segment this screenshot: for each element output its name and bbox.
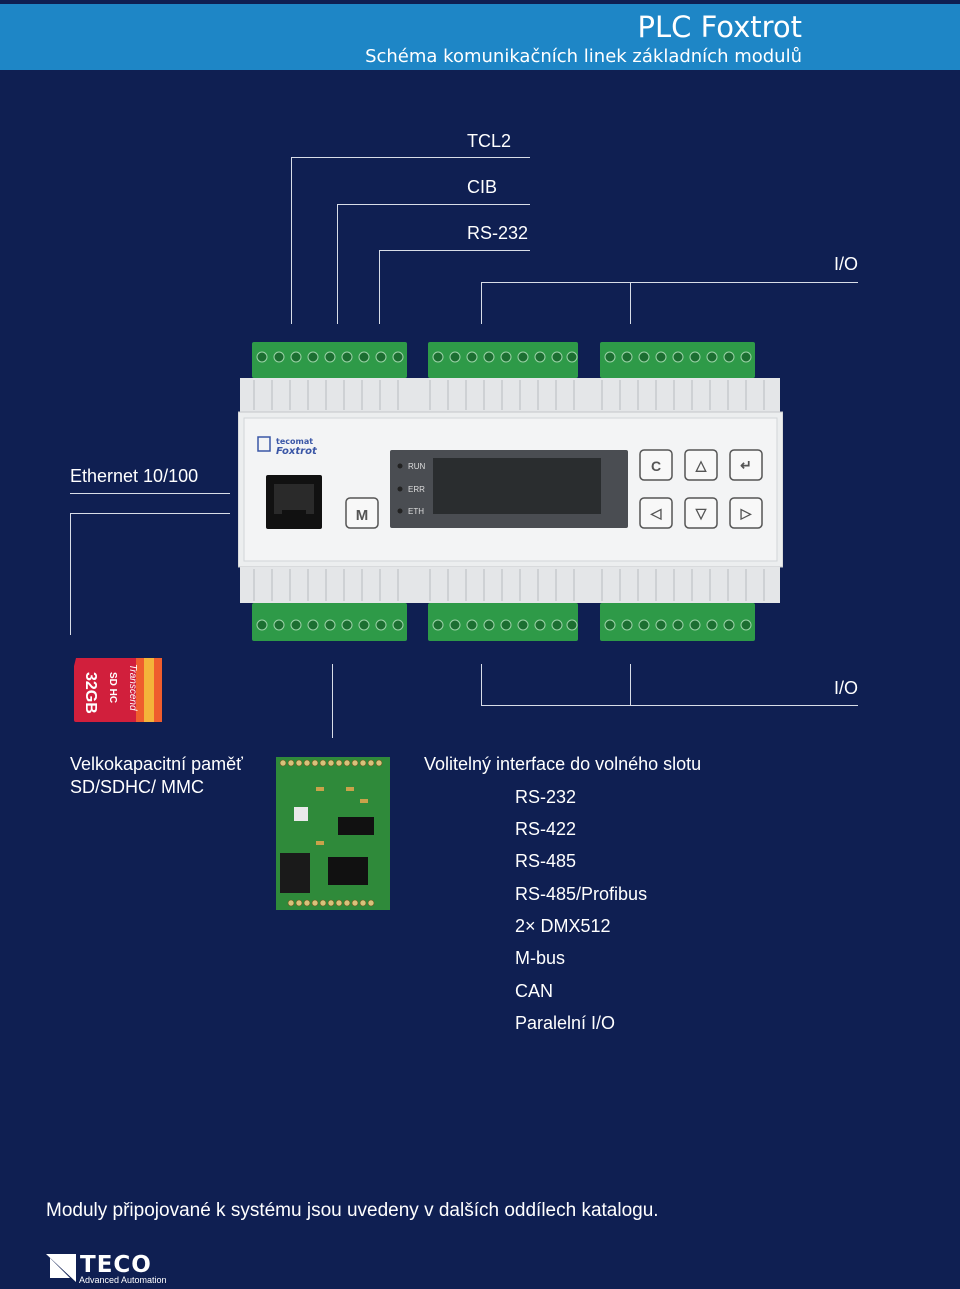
interface-item: RS-485/Profibus — [515, 884, 648, 904]
label-io-top: I/O — [834, 254, 859, 274]
key-right-label: ▷ — [740, 505, 753, 521]
interface-item: RS-485 — [515, 851, 577, 871]
led-err-label: ERR — [408, 485, 425, 494]
key-down-label: ▽ — [695, 505, 708, 521]
label-tcl2: TCL2 — [467, 131, 512, 151]
sd-card-image: 32GB SD HC Transcend — [74, 658, 162, 722]
plc-brand-top: tecomat — [276, 437, 313, 446]
plc-m-key-label: M — [356, 507, 369, 524]
sd-card-capacity: 32GB — [82, 672, 99, 714]
header-bar: PLC Foxtrot Schéma komunikačních linek z… — [0, 0, 960, 70]
key-c-label: C — [651, 458, 661, 474]
label-cib: CIB — [467, 177, 498, 197]
interface-item: M-bus — [515, 948, 566, 968]
key-left-label: ◁ — [650, 505, 662, 521]
teco-logo-icon — [46, 1254, 76, 1282]
interface-item: 2× DMX512 — [515, 916, 611, 936]
interface-item: Paralelní I/O — [515, 1013, 616, 1033]
plc-brand-bottom: Foxtrot — [276, 446, 318, 457]
interface-item: CAN — [515, 981, 554, 1001]
interface-item: RS-232 — [515, 787, 577, 807]
page-title: PLC Foxtrot — [637, 10, 802, 44]
sd-card-type: SD HC — [107, 672, 118, 703]
key-up-label: △ — [695, 457, 708, 473]
led-run-label: RUN — [408, 462, 426, 471]
key-enter-label: ↵ — [740, 457, 752, 473]
interface-item: RS-422 — [515, 819, 577, 839]
plc-device-image: tecomat Foxtrot M RUN ERR ETH C △ ↵ ◁ ▽ … — [238, 342, 783, 641]
led-eth-label: ETH — [408, 507, 424, 516]
label-io-bottom: I/O — [834, 678, 859, 698]
label-memory-2: SD/SDHC/ MMC — [70, 777, 204, 797]
footer-note: Moduly připojované k systému jsou uveden… — [46, 1200, 659, 1221]
teco-logo-subtitle: Advanced Automation — [79, 1275, 167, 1285]
label-memory-1: Velkokapacitní paměť — [70, 754, 243, 774]
sd-card-brand: Transcend — [127, 664, 138, 711]
label-rs232: RS-232 — [467, 223, 529, 243]
page-subtitle: Schéma komunikačních linek základních mo… — [365, 46, 802, 67]
label-interface-title: Volitelný interface do volného slotu — [424, 754, 702, 774]
teco-logo-text: TECO — [80, 1252, 152, 1278]
label-ethernet: Ethernet 10/100 — [70, 466, 199, 486]
interface-card-image — [276, 757, 390, 910]
